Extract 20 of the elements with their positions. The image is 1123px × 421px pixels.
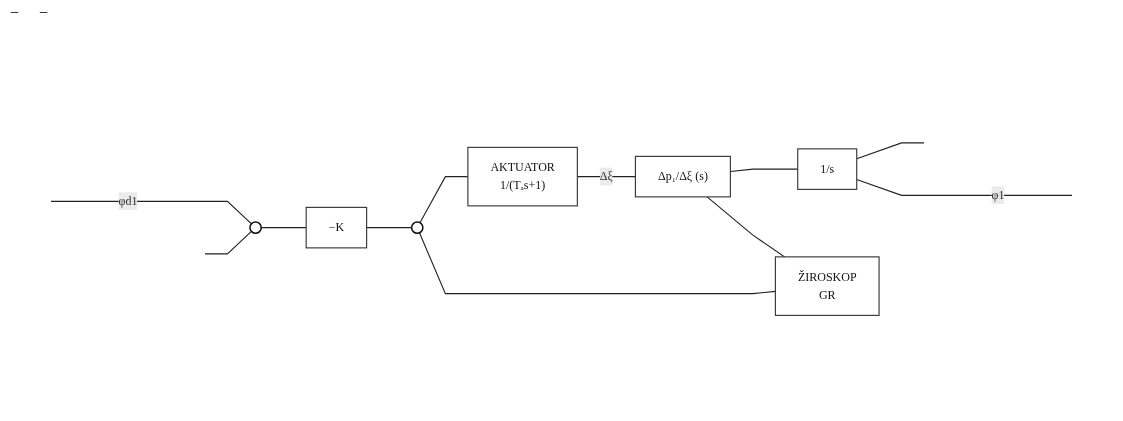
node-box: ŽIROSKOP GR <box>774 256 880 316</box>
node-circle <box>410 221 424 234</box>
minus-sign: − <box>10 4 20 22</box>
edge-label: φ1 <box>991 188 1005 202</box>
connector <box>856 178 1073 196</box>
edge-label: φd1 <box>118 194 138 208</box>
connector <box>366 227 413 229</box>
connector <box>418 232 776 295</box>
connector <box>204 230 252 255</box>
connector <box>856 142 925 160</box>
connector <box>260 227 307 229</box>
connector <box>706 196 786 258</box>
node-circle <box>249 221 262 234</box>
connector <box>50 200 252 225</box>
node-box: 1/s <box>797 148 858 190</box>
node-box: −K <box>305 206 368 249</box>
edge-label: Δξ <box>599 169 613 183</box>
node-box: Δp₁/Δξ (s) <box>634 155 731 198</box>
minus-sign: − <box>39 4 49 22</box>
node-box: AKTUATOR 1/(Tₐs+1) <box>467 146 578 207</box>
